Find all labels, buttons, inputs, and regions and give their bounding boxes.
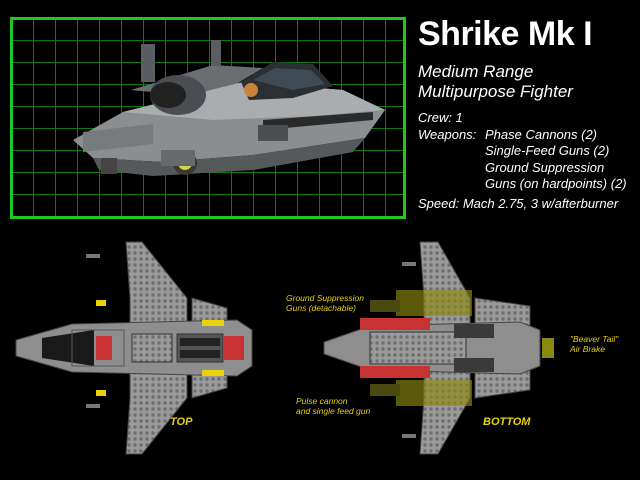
annotation-ground-suppression-line-1: Ground Suppression: [286, 293, 364, 303]
subtitle-line-2: Multipurpose Fighter: [418, 82, 573, 101]
weapons-label: Weapons:: [418, 127, 477, 142]
speed-spec: Speed: Mach 2.75, 3 w/afterburner: [418, 196, 619, 211]
annotation-pulse-cannon-line-1: Pulse cannon: [296, 396, 348, 406]
annotation-beaver-tail: "Beaver Tail" Air Brake: [570, 334, 618, 354]
weapon-4: Guns (on hardpoints) (2): [485, 176, 627, 191]
shrike-photo-icon: [73, 40, 385, 176]
bottom-blueprint-icon: [323, 241, 554, 455]
weapon-3: Ground Suppression: [485, 160, 605, 175]
page-title: Shrike Mk I: [418, 15, 593, 53]
bottom-view-caption: BOTTOM: [483, 416, 531, 428]
ship-photo-frame: [10, 17, 406, 219]
top-view-caption: TOP: [170, 416, 193, 428]
annotation-beaver-tail-line-2: Air Brake: [570, 344, 605, 354]
annotation-beaver-tail-line-1: "Beaver Tail": [570, 334, 619, 344]
crew-spec: Crew: 1: [418, 110, 463, 125]
subtitle: Medium Range Multipurpose Fighter: [418, 62, 573, 102]
weapon-1: Phase Cannons (2): [485, 127, 598, 142]
annotation-pulse-cannon: Pulse cannon and single feed gun: [296, 396, 370, 416]
annotation-ground-suppression-line-2: Guns (detachable): [286, 303, 356, 313]
annotation-pulse-cannon-line-2: and single feed gun: [296, 406, 371, 416]
annotation-ground-suppression: Ground Suppression Guns (detachable): [286, 293, 364, 313]
subtitle-line-1: Medium Range: [418, 62, 534, 81]
weapon-2: Single-Feed Guns (2): [485, 143, 610, 158]
top-blueprint-icon: [15, 241, 253, 455]
